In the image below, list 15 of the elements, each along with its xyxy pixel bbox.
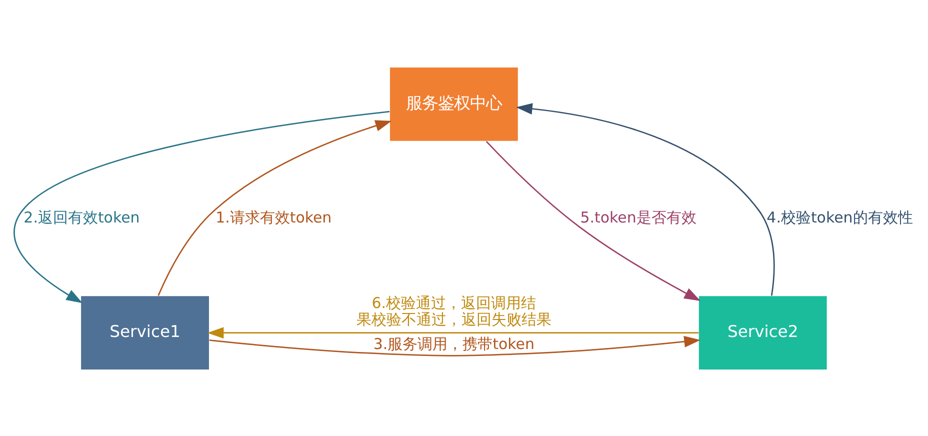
edge-label: 4.校验token的有效性 xyxy=(766,208,913,226)
edge-label: 1.请求有效token xyxy=(216,208,332,226)
edge-label: 6.校验通过，返回调用结果校验不通过，返回失败结果 xyxy=(356,294,552,328)
node-box: Service2 xyxy=(698,296,827,370)
edge-label: 5.token是否有效 xyxy=(580,208,696,226)
edge-label: 3.服务调用，携带token xyxy=(373,334,534,352)
node-box: 服务鉴权中心 xyxy=(390,66,518,140)
arrow xyxy=(158,120,392,296)
arrow xyxy=(486,140,701,300)
arrow xyxy=(209,335,701,356)
node-box: Service1 xyxy=(81,296,209,370)
arrow xyxy=(14,110,390,303)
arrow xyxy=(516,102,775,296)
arrow xyxy=(207,326,699,338)
edge-label: 2.返回有效token xyxy=(24,208,140,226)
